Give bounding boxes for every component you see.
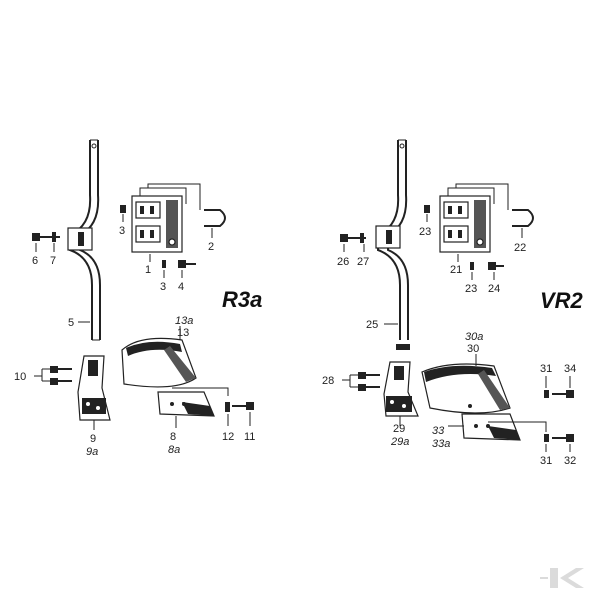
- assembly-vr2: 26 27 22 23 21: [322, 139, 584, 467]
- bolt-icon: [178, 260, 196, 268]
- plough-share: [461, 413, 521, 441]
- k-logo-icon: [540, 568, 584, 588]
- bolt-icon: [552, 390, 574, 398]
- label-6: 6: [32, 255, 38, 267]
- washer-icon: [360, 233, 364, 243]
- mouldboard: [121, 337, 197, 388]
- label-2: 2: [208, 241, 214, 253]
- model-name-r3a: R3a: [222, 287, 262, 312]
- label-28: 28: [322, 375, 334, 387]
- assembly-r3a: 6 7 2 3 1: [14, 139, 262, 458]
- bolt-icon: [358, 372, 380, 391]
- label-29: 29: [393, 423, 405, 435]
- label-11: 11: [244, 431, 255, 443]
- bolt-icon: [232, 402, 254, 410]
- label-13a: 13a: [175, 315, 193, 327]
- label-5: 5: [68, 317, 74, 329]
- label-12: 12: [222, 431, 234, 443]
- label-26: 26: [337, 256, 349, 268]
- label-10: 10: [14, 371, 26, 383]
- bolt-icon: [50, 366, 72, 385]
- label-25: 25: [366, 319, 378, 331]
- label-23-lower: 23: [465, 283, 477, 295]
- label-3-lower: 3: [160, 281, 166, 293]
- label-22: 22: [514, 242, 526, 254]
- mouldboard: [421, 363, 511, 414]
- bracket-plate: [439, 195, 491, 253]
- label-8: 8: [170, 431, 176, 443]
- label-34: 34: [564, 363, 576, 375]
- label-32: 32: [564, 455, 576, 467]
- frog-body: [77, 355, 111, 421]
- label-1: 1: [145, 264, 151, 276]
- bolt-icon: [552, 434, 574, 442]
- label-31-lower: 31: [540, 455, 552, 467]
- label-7: 7: [50, 255, 56, 267]
- label-23-upper: 23: [419, 226, 431, 238]
- bracket-plate: [131, 195, 183, 253]
- label-9: 9: [90, 433, 96, 445]
- washer-icon: [52, 232, 56, 242]
- label-27: 27: [357, 256, 369, 268]
- frog-body: [383, 361, 419, 417]
- label-33: 33: [432, 425, 445, 437]
- plough-share: [157, 391, 215, 417]
- u-bolt: [512, 209, 534, 227]
- label-4: 4: [178, 281, 184, 293]
- bolt-icon: [488, 262, 504, 270]
- label-31-upper: 31: [540, 363, 552, 375]
- bolt-icon: [32, 233, 60, 241]
- label-9a: 9a: [86, 446, 98, 458]
- label-3-upper: 3: [119, 225, 125, 237]
- label-21: 21: [450, 264, 462, 276]
- model-name-vr2: VR2: [540, 288, 584, 313]
- label-30: 30: [467, 343, 479, 355]
- label-30a: 30a: [465, 331, 483, 343]
- u-bolt: [204, 209, 226, 227]
- label-24: 24: [488, 283, 500, 295]
- label-8a: 8a: [168, 444, 180, 456]
- label-13: 13: [177, 327, 189, 339]
- label-29a: 29a: [390, 436, 409, 448]
- label-33a: 33a: [432, 438, 450, 450]
